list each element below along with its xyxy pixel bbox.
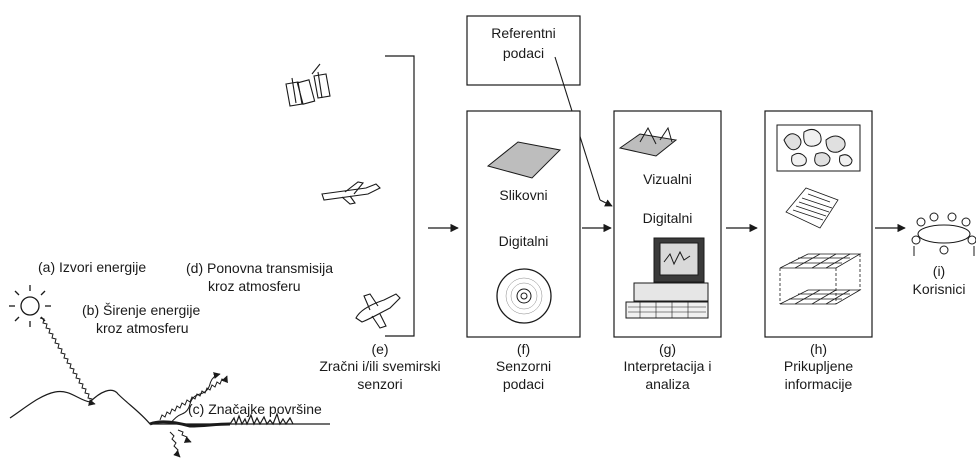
- label-b-energy-propagation-2: kroz atmosferu: [96, 320, 189, 336]
- label-d-retransmission-1: (d) Ponovna transmisija: [186, 260, 334, 276]
- reference-data-label-1: Referentni: [491, 25, 556, 41]
- analysis-visual-label: Vizualni: [643, 171, 692, 187]
- stage-i-letter: (i): [932, 263, 946, 279]
- stage-e-line2: senzori: [357, 376, 403, 392]
- thematic-map-icon: [776, 124, 861, 172]
- gis-layers-icon: [779, 253, 862, 305]
- stage-f-line1: Senzorni: [495, 358, 552, 374]
- stage-g-line2: analiza: [645, 376, 690, 392]
- cd-disc-icon: [496, 268, 552, 324]
- stage-f-letter: (f): [516, 341, 531, 357]
- label-c-surface-features: (c) Značajke površine: [188, 401, 322, 417]
- stage-h-line1: Prikupljene: [783, 358, 854, 374]
- stage-e-letter: (e): [371, 341, 389, 357]
- sensors-bracket-line: [385, 55, 415, 337]
- analysis-digital-label: Digitalni: [642, 210, 693, 226]
- label-d-retransmission-2: kroz atmosferu: [208, 278, 301, 294]
- stage-f-line2: podaci: [502, 376, 545, 392]
- users-meeting-icon: [911, 212, 976, 256]
- emitted-energy-ray: [169, 372, 221, 425]
- sensor-data-digital-label: Digitalni: [498, 233, 549, 249]
- absorbed-energy-ray: [169, 431, 181, 458]
- sensor-data-imagery-label: Slikovni: [499, 187, 548, 203]
- sun-icon: [9, 285, 51, 327]
- surface-terrain: [9, 389, 330, 428]
- stage-g-letter: (g): [658, 341, 677, 357]
- stage-i-line1: Korisnici: [912, 281, 966, 297]
- stage-g-line1: Interpretacija i: [623, 358, 712, 374]
- reference-to-analysis-arrow-head: [599, 199, 613, 207]
- label-b-energy-propagation-1: (b) Širenje energije: [82, 302, 201, 318]
- reference-data-label-2: podaci: [502, 45, 545, 61]
- stage-h-letter: (h): [809, 341, 828, 357]
- computer-workstation-icon: [625, 237, 709, 319]
- visual-photo-stereo-icon: [618, 126, 678, 157]
- stage-h-line2: informacije: [784, 376, 853, 392]
- satellite-icon: [285, 63, 331, 107]
- reference-data-box: [466, 15, 581, 86]
- transmitted-energy-ray: [177, 429, 192, 443]
- image-photo-icon: [486, 141, 562, 179]
- stage-e-line1: Zračni i/ili svemirski: [319, 358, 441, 374]
- incoming-energy-ray: [39, 317, 96, 406]
- propeller-aircraft-icon: [355, 293, 401, 329]
- jet-aircraft-icon: [321, 181, 381, 205]
- label-a-energy-source: (a) Izvori energije: [38, 259, 147, 275]
- tabular-report-icon: [785, 187, 839, 229]
